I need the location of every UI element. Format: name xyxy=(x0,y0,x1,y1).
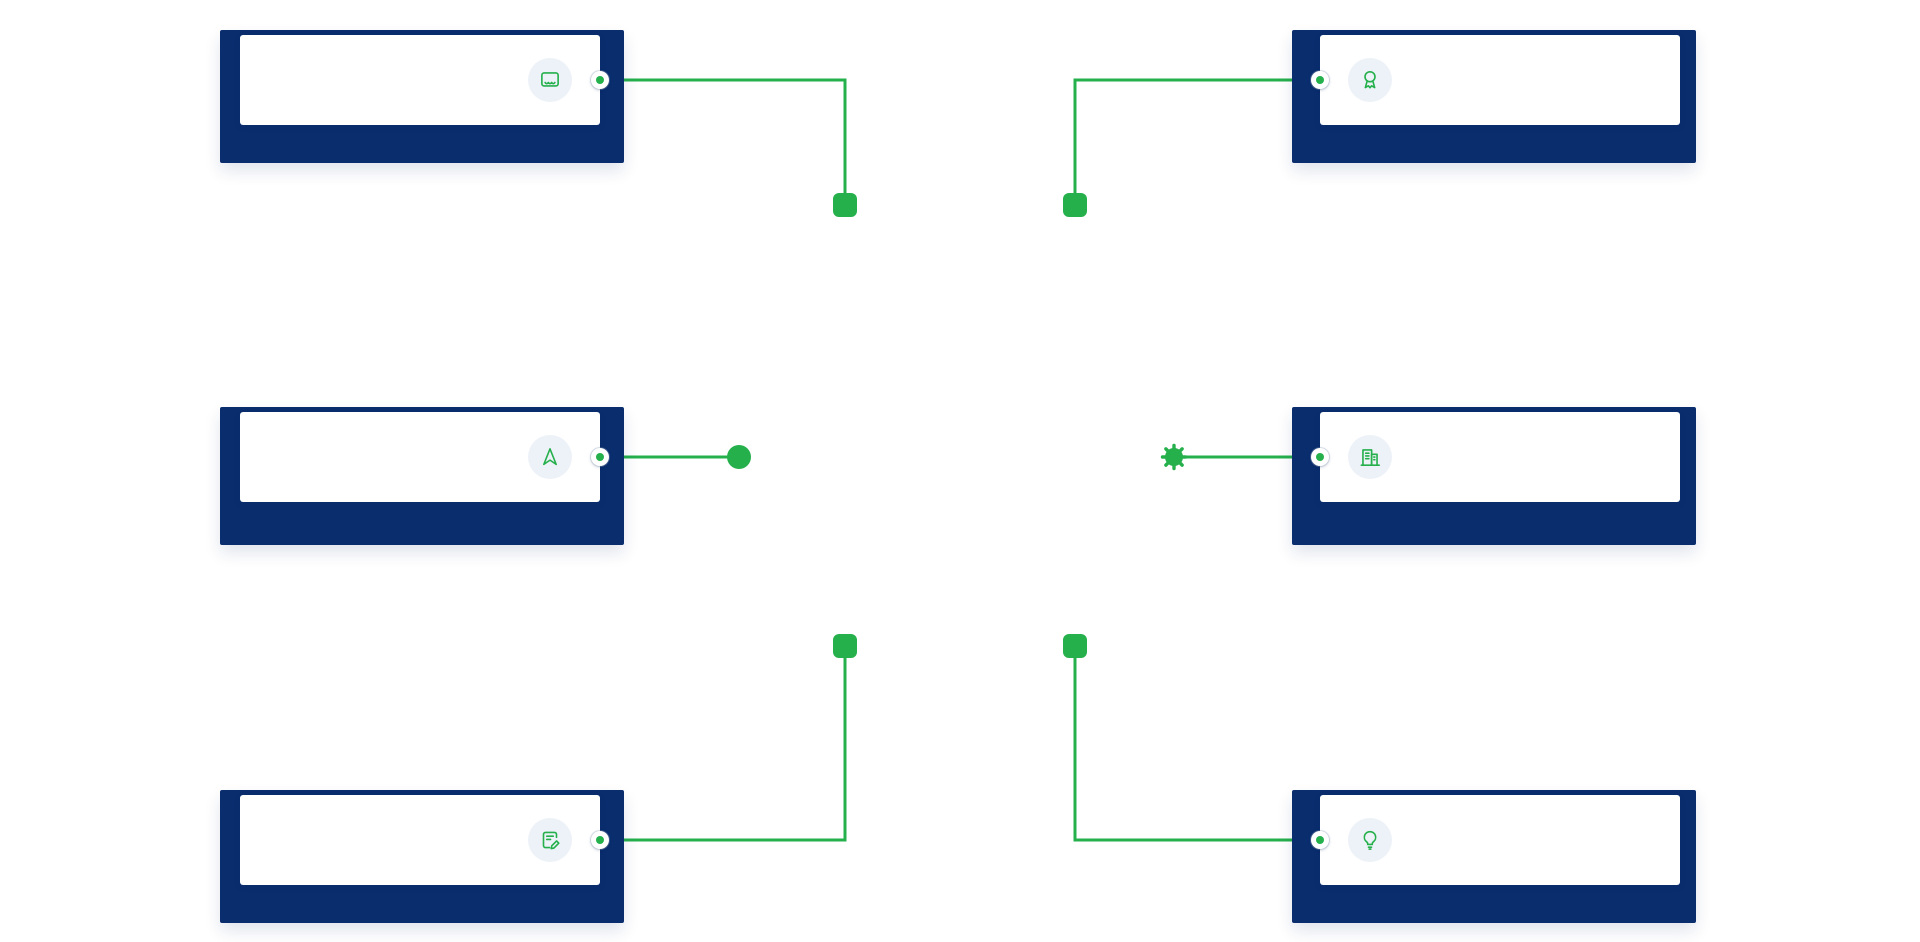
node-card xyxy=(240,412,609,502)
node-card xyxy=(240,35,609,125)
connector-port[interactable] xyxy=(1311,448,1329,466)
icon-circle xyxy=(528,435,572,479)
connector-line xyxy=(600,646,847,842)
icon-circle xyxy=(528,818,572,862)
connector-port[interactable] xyxy=(591,831,609,849)
icon-circle xyxy=(528,58,572,102)
connector-endpoint-square[interactable] xyxy=(1063,634,1087,658)
connector-line xyxy=(1073,78,1320,205)
screen-wave-icon xyxy=(541,72,559,87)
connector-port[interactable] xyxy=(591,448,609,466)
diagram-node[interactable] xyxy=(220,30,624,163)
node-card xyxy=(240,795,609,885)
node-card xyxy=(1311,35,1680,125)
connector-endpoint-circle[interactable] xyxy=(727,445,751,469)
icon-circle xyxy=(1348,58,1392,102)
diagram-node[interactable] xyxy=(1292,30,1696,163)
connector-line xyxy=(600,78,847,205)
connector-endpoint-gear[interactable] xyxy=(1160,443,1188,471)
connector-endpoint-square[interactable] xyxy=(833,634,857,658)
connector-port[interactable] xyxy=(591,71,609,89)
diagram-node[interactable] xyxy=(220,790,624,923)
connector-endpoint-square[interactable] xyxy=(833,193,857,217)
edit-note-icon xyxy=(542,831,560,850)
node-card xyxy=(1311,795,1680,885)
icon-circle xyxy=(1348,435,1392,479)
office-building-icon xyxy=(1360,449,1381,466)
lightbulb-icon xyxy=(1363,830,1377,850)
award-ribbon-icon xyxy=(1364,70,1376,89)
diagram-node[interactable] xyxy=(1292,790,1696,923)
diagram-node[interactable] xyxy=(220,407,624,545)
connector-line xyxy=(1073,646,1320,842)
connector-port[interactable] xyxy=(1311,831,1329,849)
connector-endpoint-square[interactable] xyxy=(1063,193,1087,217)
node-card xyxy=(1311,412,1680,502)
icon-circle xyxy=(1348,818,1392,862)
diagram-node[interactable] xyxy=(1292,407,1696,545)
connector-port[interactable] xyxy=(1311,71,1329,89)
navigation-arrow-icon xyxy=(543,448,557,466)
